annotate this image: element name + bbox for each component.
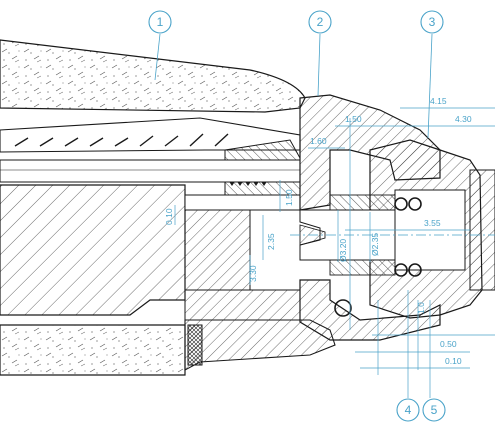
- o-ring-upper-1: [394, 197, 408, 211]
- dim-4-30: 4.30: [455, 114, 472, 124]
- dim-2-35: 2.35: [266, 233, 276, 250]
- pin-hatch-upper: [329, 194, 396, 211]
- o-ring-upper-2: [408, 197, 422, 211]
- balloon-2: 2: [308, 10, 332, 34]
- lower-shell: [0, 324, 186, 376]
- dimension-lines: [174, 107, 495, 398]
- balloon-leaders: [154, 33, 433, 139]
- strip: [0, 159, 301, 183]
- dim-dia-3-20: Ø3.20: [338, 239, 348, 262]
- svg-text:4: 4: [405, 403, 412, 417]
- balloon-5: 5: [422, 398, 446, 422]
- dim-3-30: 3.30: [248, 265, 258, 282]
- seal-block: [187, 324, 203, 366]
- balloon-1: 1: [148, 10, 172, 34]
- svg-text:3: 3: [429, 15, 436, 29]
- svg-text:1: 1: [157, 15, 164, 29]
- upper-plate-hatch: [14, 133, 229, 147]
- lower-step: [184, 289, 301, 321]
- dim-0-10-left: 0.10: [164, 208, 174, 225]
- o-ring-bottom: [334, 299, 352, 317]
- svg-text:5: 5: [431, 403, 438, 417]
- dim-0-10-bottom: 0.10: [445, 356, 462, 366]
- dim-4-15: 4.15: [430, 96, 447, 106]
- main-body: [0, 184, 186, 316]
- o-ring-lower-1: [394, 263, 408, 277]
- nut-end: [469, 169, 495, 291]
- svg-text:2: 2: [317, 15, 324, 29]
- dim-1-60: 1.60: [310, 136, 327, 146]
- balloon-3: 3: [420, 10, 444, 34]
- upper-shell: [0, 39, 306, 113]
- dim-1-50-vert: 1.50: [284, 189, 294, 206]
- dim-1-50: 1.50: [345, 114, 362, 124]
- balloon-4: 4: [396, 398, 420, 422]
- shaft: [184, 194, 301, 211]
- dim-0-50: 0.50: [440, 339, 457, 349]
- dim-3-55: 3.55: [424, 218, 441, 228]
- dim-1-0: 1.0: [416, 302, 426, 314]
- o-ring-lower-2: [408, 263, 422, 277]
- dim-dia-2-35: Ø2.35: [370, 233, 380, 256]
- inner-block: [184, 199, 251, 291]
